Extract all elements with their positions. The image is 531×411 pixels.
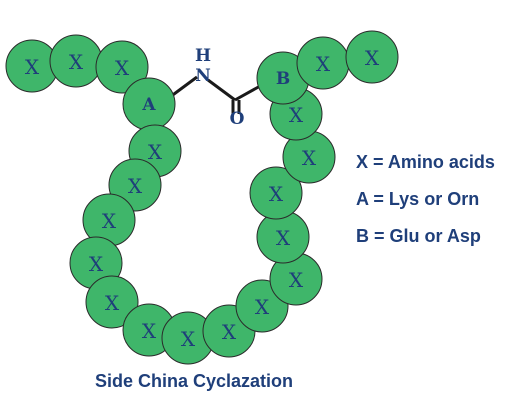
bead-label: X	[222, 320, 237, 344]
bead-label: X	[102, 209, 117, 233]
bead-label: X	[302, 146, 317, 170]
bead-label: X	[25, 55, 40, 79]
bead-label: A	[141, 95, 156, 115]
amide-linker-atoms: H N O	[195, 46, 245, 129]
bead-label: X	[289, 103, 304, 127]
diagram-caption: Side China Cyclazation	[95, 371, 294, 391]
bead-label: X	[148, 140, 163, 164]
legend-a: A = Lys or Orn	[356, 189, 480, 209]
bead-label: X	[365, 46, 380, 70]
bead-label: B	[276, 69, 290, 89]
hydrogen-label: H	[195, 46, 211, 66]
amino-acid-bead: X	[345, 30, 399, 84]
bead-circle	[95, 40, 149, 94]
bead-label: X	[115, 56, 130, 80]
amide-linker-bonds	[169, 75, 263, 114]
bead-circle	[345, 30, 399, 84]
bead-label: X	[89, 252, 104, 276]
amino-acid-bead: X	[5, 39, 59, 93]
bead-label: X	[181, 327, 196, 351]
amino-acid-bead: X	[256, 210, 310, 264]
bead-label: X	[316, 52, 331, 76]
bead-label: X	[289, 268, 304, 292]
bead-label: X	[276, 226, 291, 250]
amino-acid-bead: X	[49, 34, 103, 88]
bead-circle	[249, 166, 303, 220]
amino-acid-bead-a: A	[122, 77, 176, 131]
bond-c-b	[234, 83, 263, 102]
bead-label: X	[142, 319, 157, 343]
amino-acid-bead: X	[82, 193, 136, 247]
bead-label: X	[105, 291, 120, 315]
bead-label: X	[255, 295, 270, 319]
amino-acid-bead: X	[249, 166, 303, 220]
amino-acid-bead: X	[85, 275, 139, 329]
amino-acid-bead: X	[282, 130, 336, 184]
bead-circle	[85, 275, 139, 329]
amino-acid-bead-b: B	[256, 51, 310, 105]
bead-label: X	[128, 174, 143, 198]
nitrogen-label: N	[195, 66, 211, 86]
oxygen-label: O	[230, 109, 245, 129]
amino-acid-bead: X	[95, 40, 149, 94]
legend-b: B = Glu or Asp	[356, 226, 481, 246]
bead-label: X	[269, 182, 284, 206]
bead-label: X	[69, 50, 84, 74]
bond-n-c	[207, 78, 236, 102]
legend-x: X = Amino acids	[356, 152, 495, 172]
amino-acid-bead: X	[161, 311, 215, 365]
amino-acid-bead: X	[296, 36, 350, 90]
bond-a-n	[169, 75, 198, 99]
